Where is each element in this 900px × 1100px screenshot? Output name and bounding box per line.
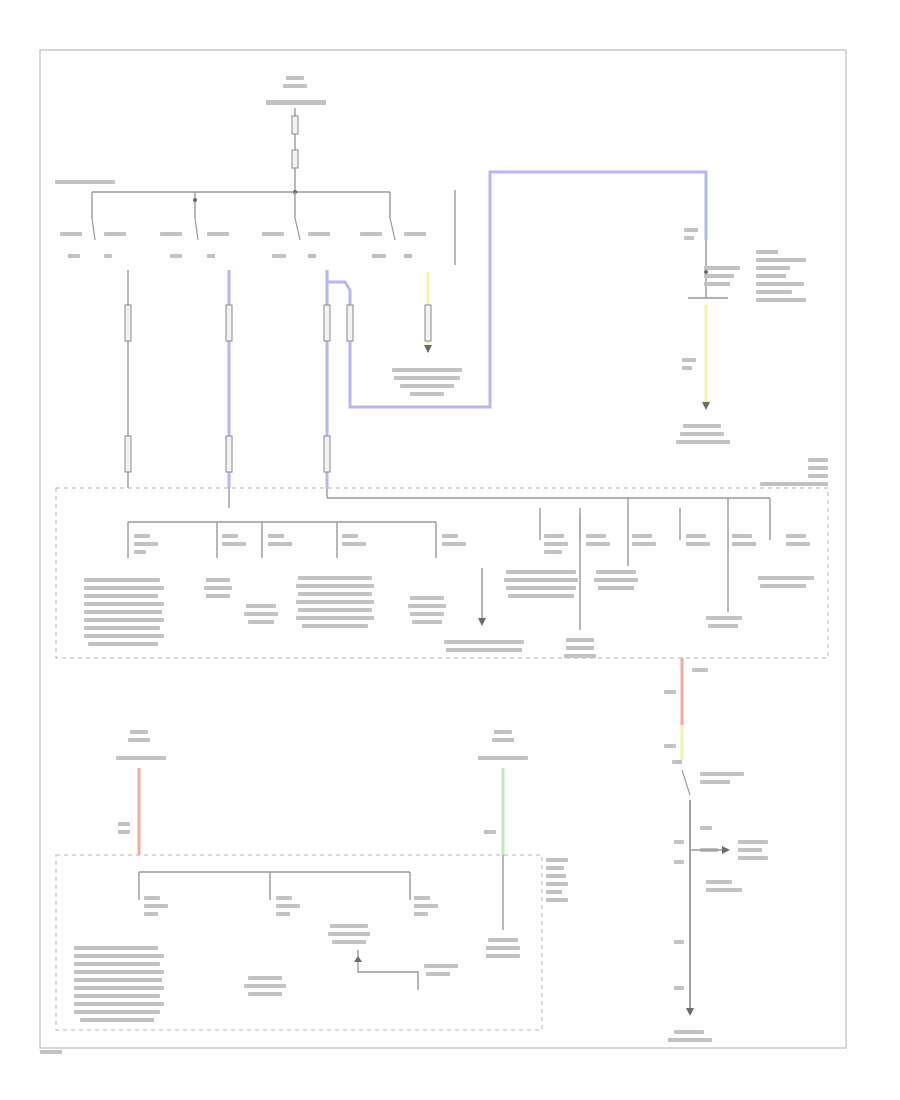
fuse-columns-right <box>504 498 814 658</box>
fuse-columns-left <box>127 522 466 558</box>
ignition-switch-label <box>55 180 115 184</box>
ignition-switch-4 <box>360 192 426 258</box>
lower-mid-fuse <box>478 730 528 958</box>
junction-block-label <box>760 458 828 486</box>
ignition-switch-1 <box>60 192 126 258</box>
top-feed-wire <box>291 108 299 192</box>
junction-block <box>55 487 829 659</box>
top-fuse-label <box>266 76 326 105</box>
circuit-3-wire <box>323 170 708 488</box>
footer-mark <box>40 1050 62 1054</box>
ignition-switch-2 <box>160 192 229 258</box>
circuit-4-wire <box>392 272 462 396</box>
circuit-2-wire <box>225 270 233 508</box>
circuit-1-wire <box>124 270 132 488</box>
right-lower-circuit <box>664 658 768 1042</box>
junction-left-text-blocks <box>84 568 524 652</box>
diagram-frame <box>39 49 847 1049</box>
ignition-switch-3 <box>262 192 330 258</box>
lower-left-fuse <box>116 730 166 855</box>
lower-junction-label <box>546 858 568 902</box>
lower-junction-content <box>74 871 458 1022</box>
lower-junction-block <box>55 854 543 1031</box>
right-top-component <box>684 228 806 302</box>
right-top-ground-wire <box>676 305 730 444</box>
